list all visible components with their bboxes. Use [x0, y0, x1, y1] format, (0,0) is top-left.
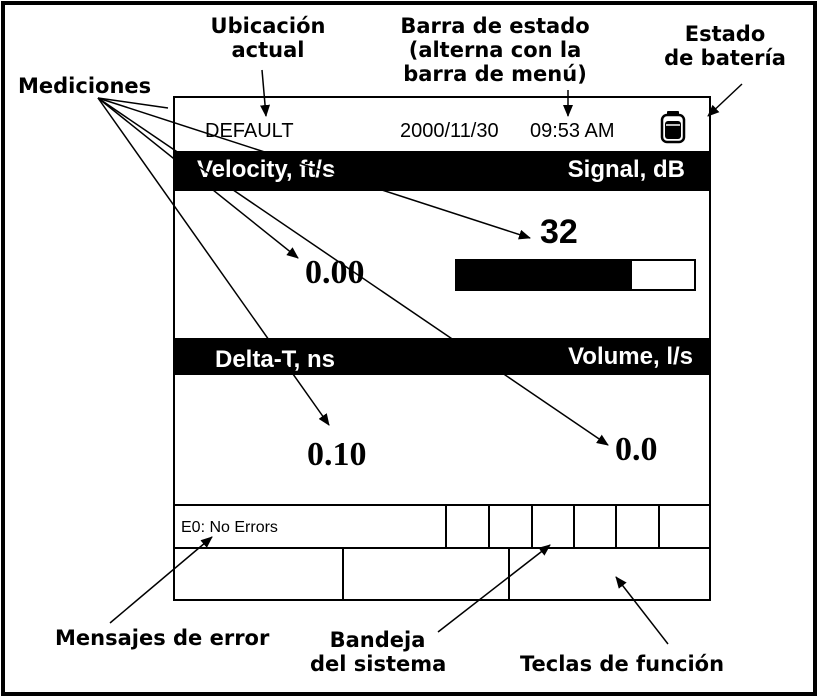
- measurement-header-bottom: Delta-T, ns Volume, l/s: [175, 338, 709, 375]
- label-function-keys: Teclas de función: [520, 652, 725, 676]
- arrow-delta-t: [97, 97, 330, 426]
- label-error-messages: Mensajes de error: [55, 626, 270, 650]
- tray-divider-top: [175, 504, 709, 506]
- tray-cell: [658, 504, 660, 547]
- label-current-location: Ubicación actual: [210, 14, 326, 62]
- function-key-divider: [342, 549, 344, 599]
- measurement-header-top: Velocity, ft/s Signal, dB: [175, 151, 709, 191]
- instrument-screen: DEFAULT 2000/11/30 09:53 AM Velocity, ft…: [173, 96, 711, 601]
- tray-cell: [488, 504, 490, 547]
- signal-strength-bar: [455, 259, 696, 291]
- delta-t-label: Delta-T, ns: [215, 346, 336, 373]
- tray-cell: [573, 504, 575, 547]
- signal-strength-fill: [457, 261, 633, 289]
- arrow-signal: [97, 97, 531, 240]
- tray-cell: [445, 504, 447, 547]
- velocity-label: Velocity, ft/s: [197, 156, 336, 183]
- function-key-divider: [508, 549, 510, 599]
- arrow-function-keys: [615, 576, 669, 645]
- arrow-system-tray: [437, 544, 551, 633]
- tray-cell: [531, 504, 533, 547]
- label-measurements: Mediciones: [18, 74, 152, 98]
- arrow-error-messages: [109, 536, 213, 624]
- signal-value: 32: [540, 213, 578, 251]
- signal-label: Signal, dB: [567, 156, 685, 183]
- date-text: 2000/11/30: [400, 120, 499, 142]
- battery-icon: [660, 111, 686, 144]
- location-text: DEFAULT: [205, 120, 294, 142]
- arrow-velocity: [97, 97, 299, 259]
- delta-t-value: 0.10: [307, 436, 367, 473]
- error-message: E0: No Errors: [181, 519, 278, 536]
- time-text: 09:53 AM: [530, 120, 615, 142]
- label-status-bar: Barra de estado (alterna con la barra de…: [400, 14, 590, 86]
- volume-value: 0.0: [615, 431, 658, 468]
- arrow-battery-status: [707, 83, 743, 117]
- label-system-tray: Bandeja del sistema: [310, 628, 447, 676]
- arrow-current-location: [260, 69, 271, 117]
- volume-label: Volume, l/s: [568, 343, 693, 370]
- tray-cell: [615, 504, 617, 547]
- tray-divider-middle: [175, 547, 709, 549]
- arrow-volume: [97, 97, 609, 446]
- label-battery-status: Estado de batería: [664, 22, 786, 70]
